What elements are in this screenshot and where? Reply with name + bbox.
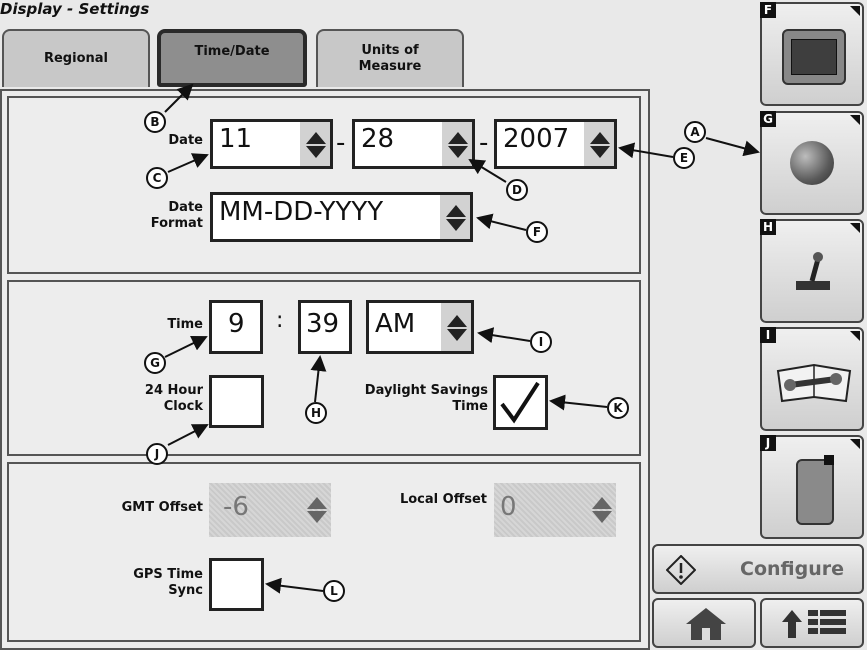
callout-i: I bbox=[530, 331, 552, 353]
globe-icon bbox=[790, 141, 834, 185]
date-label: Date bbox=[168, 133, 203, 148]
year-spinner[interactable]: 2007 bbox=[494, 119, 617, 169]
date-format-spin-buttons[interactable] bbox=[440, 195, 470, 239]
display-monitor-icon bbox=[782, 29, 846, 85]
day-spin-buttons[interactable] bbox=[442, 122, 472, 166]
year-value: 2007 bbox=[503, 124, 570, 154]
callout-b: B bbox=[144, 111, 166, 133]
callout-g: G bbox=[144, 352, 166, 374]
callout-k: K bbox=[607, 397, 629, 419]
callout-a: A bbox=[684, 121, 706, 143]
handheld-remote-icon bbox=[796, 455, 834, 525]
gps-sync-label: GPS Time Sync bbox=[133, 567, 203, 598]
gps-sync-checkbox[interactable] bbox=[209, 558, 264, 611]
up-arrow-menu-icon bbox=[782, 610, 846, 638]
side-button-f-display[interactable]: F bbox=[760, 2, 864, 106]
local-offset-spin-buttons[interactable] bbox=[586, 483, 616, 537]
gmt-offset-value: -6 bbox=[223, 492, 249, 522]
date-separator-1: - bbox=[336, 128, 346, 158]
date-format-label: Date Format bbox=[150, 200, 203, 231]
tab-regional[interactable]: Regional bbox=[2, 29, 150, 87]
manual-wrench-icon bbox=[776, 363, 852, 403]
month-spin-buttons[interactable] bbox=[300, 122, 330, 166]
day-value: 28 bbox=[361, 124, 395, 154]
date-separator-2: - bbox=[479, 128, 489, 158]
callout-c: C bbox=[146, 167, 168, 189]
callout-f: F bbox=[526, 221, 548, 243]
callout-l: L bbox=[323, 580, 345, 602]
gmt-offset-spin-buttons[interactable] bbox=[301, 483, 331, 537]
time-separator: : bbox=[276, 308, 284, 333]
local-offset-label: Local Offset bbox=[399, 492, 487, 507]
clock24-checkbox[interactable] bbox=[209, 375, 264, 428]
daylight-label: Daylight Savings Time bbox=[364, 383, 488, 414]
time-label: Time bbox=[167, 317, 203, 332]
callout-j: J bbox=[146, 443, 168, 465]
gmt-offset-field[interactable]: -6 bbox=[209, 483, 331, 537]
hour-field[interactable]: 9 bbox=[209, 300, 263, 354]
side-button-h-joystick[interactable]: H bbox=[760, 219, 864, 323]
date-format-dropdown[interactable]: MM-DD-YYYY bbox=[210, 192, 473, 242]
daylight-checkbox[interactable] bbox=[493, 375, 548, 430]
minute-value: 39 bbox=[306, 309, 340, 339]
tab-units-of-measure[interactable]: Units of Measure bbox=[316, 29, 464, 87]
side-button-g-regional[interactable]: G bbox=[760, 111, 864, 215]
home-button[interactable] bbox=[652, 598, 756, 648]
configure-label: Configure bbox=[740, 558, 844, 580]
callout-arrows bbox=[164, 83, 760, 594]
day-spinner[interactable]: 28 bbox=[352, 119, 475, 169]
callout-h: H bbox=[305, 402, 327, 424]
gmt-offset-label: GMT Offset bbox=[121, 500, 203, 515]
callout-e: E bbox=[673, 147, 695, 169]
local-offset-value: 0 bbox=[500, 492, 517, 522]
home-icon bbox=[686, 608, 726, 640]
side-button-i-manual[interactable]: I bbox=[760, 327, 864, 431]
ampm-value: AM bbox=[375, 309, 416, 339]
callout-d: D bbox=[506, 179, 528, 201]
checkmark-icon bbox=[500, 381, 540, 424]
ampm-spin-buttons[interactable] bbox=[441, 303, 471, 351]
month-spinner[interactable]: 11 bbox=[210, 119, 333, 169]
warning-diamond-icon bbox=[666, 555, 696, 585]
local-offset-field[interactable]: 0 bbox=[494, 483, 616, 537]
clock24-label: 24 Hour Clock bbox=[144, 383, 203, 414]
tab-time-date[interactable]: Time/Date bbox=[157, 29, 307, 87]
minute-field[interactable]: 39 bbox=[298, 300, 352, 354]
year-spin-buttons[interactable] bbox=[584, 122, 614, 166]
window-title: Display - Settings bbox=[0, 0, 150, 18]
up-menu-button[interactable] bbox=[760, 598, 864, 648]
date-format-value: MM-DD-YYYY bbox=[219, 197, 384, 227]
configure-button[interactable]: Configure bbox=[652, 544, 864, 594]
ampm-dropdown[interactable]: AM bbox=[366, 300, 474, 354]
joystick-icon bbox=[796, 252, 830, 290]
hour-value: 9 bbox=[228, 309, 245, 339]
month-value: 11 bbox=[219, 124, 253, 154]
side-button-j-remote[interactable]: J bbox=[760, 435, 864, 539]
